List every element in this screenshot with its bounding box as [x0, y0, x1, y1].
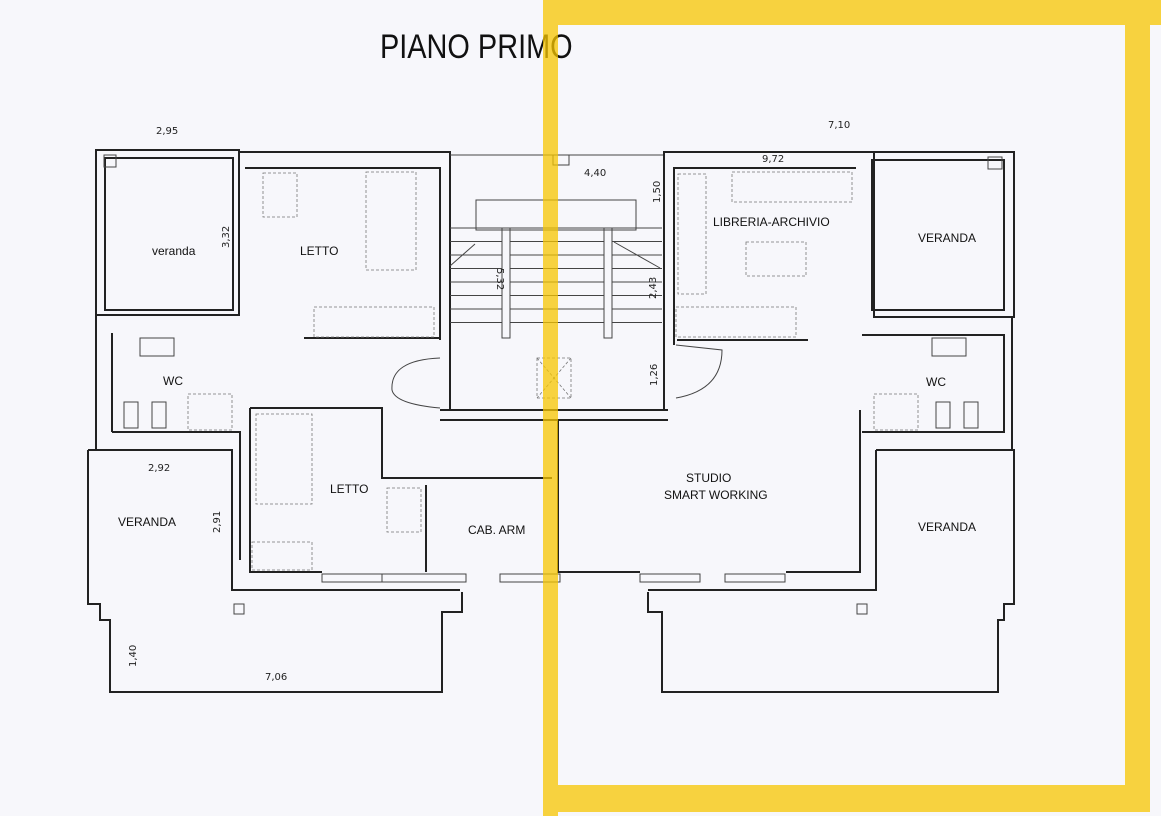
furniture [123, 171, 979, 571]
dimension-label: 7,06 [265, 672, 287, 683]
dimension-label: 7,10 [828, 120, 850, 131]
dimension-label: 5,32 [494, 268, 505, 290]
plan-title: PIANO PRIMO [380, 27, 573, 66]
dimension-label: 2,95 [156, 126, 178, 137]
dimension-label: 2,92 [148, 463, 170, 474]
room-label-veranda-sw: VERANDA [118, 515, 176, 529]
dimension-label: 1,40 [128, 645, 139, 667]
room-label-cab-arm: CAB. ARM [468, 523, 525, 537]
room-label-veranda-nw: veranda [152, 244, 196, 258]
room-label-wc-east: WC [926, 375, 946, 389]
room-label-letto-south: LETTO [330, 482, 368, 496]
dimension-label: 4,40 [584, 168, 606, 179]
room-label-letto-north: LETTO [300, 244, 338, 258]
room-label-wc-west: WC [163, 374, 183, 388]
walls-west [87, 149, 561, 693]
highlighter-marks [543, 0, 1161, 816]
dimension-label: 1,26 [649, 364, 660, 386]
room-label-studio: STUDIO [686, 471, 731, 485]
dimension-label: 2,43 [648, 277, 659, 299]
dimension-label: 9,72 [762, 154, 784, 165]
room-label-libreria-archivio: LIBRERIA-ARCHIVIO [713, 215, 830, 229]
dimension-label: 1,50 [652, 181, 663, 203]
room-label-smart-working: SMART WORKING [664, 488, 768, 502]
dimension-label: 3,32 [221, 226, 232, 248]
dimension-label: 2,91 [212, 511, 223, 533]
walls-east [557, 151, 1015, 693]
room-label-veranda-ne: VERANDA [918, 231, 976, 245]
room-label-veranda-se: VERANDA [918, 520, 976, 534]
